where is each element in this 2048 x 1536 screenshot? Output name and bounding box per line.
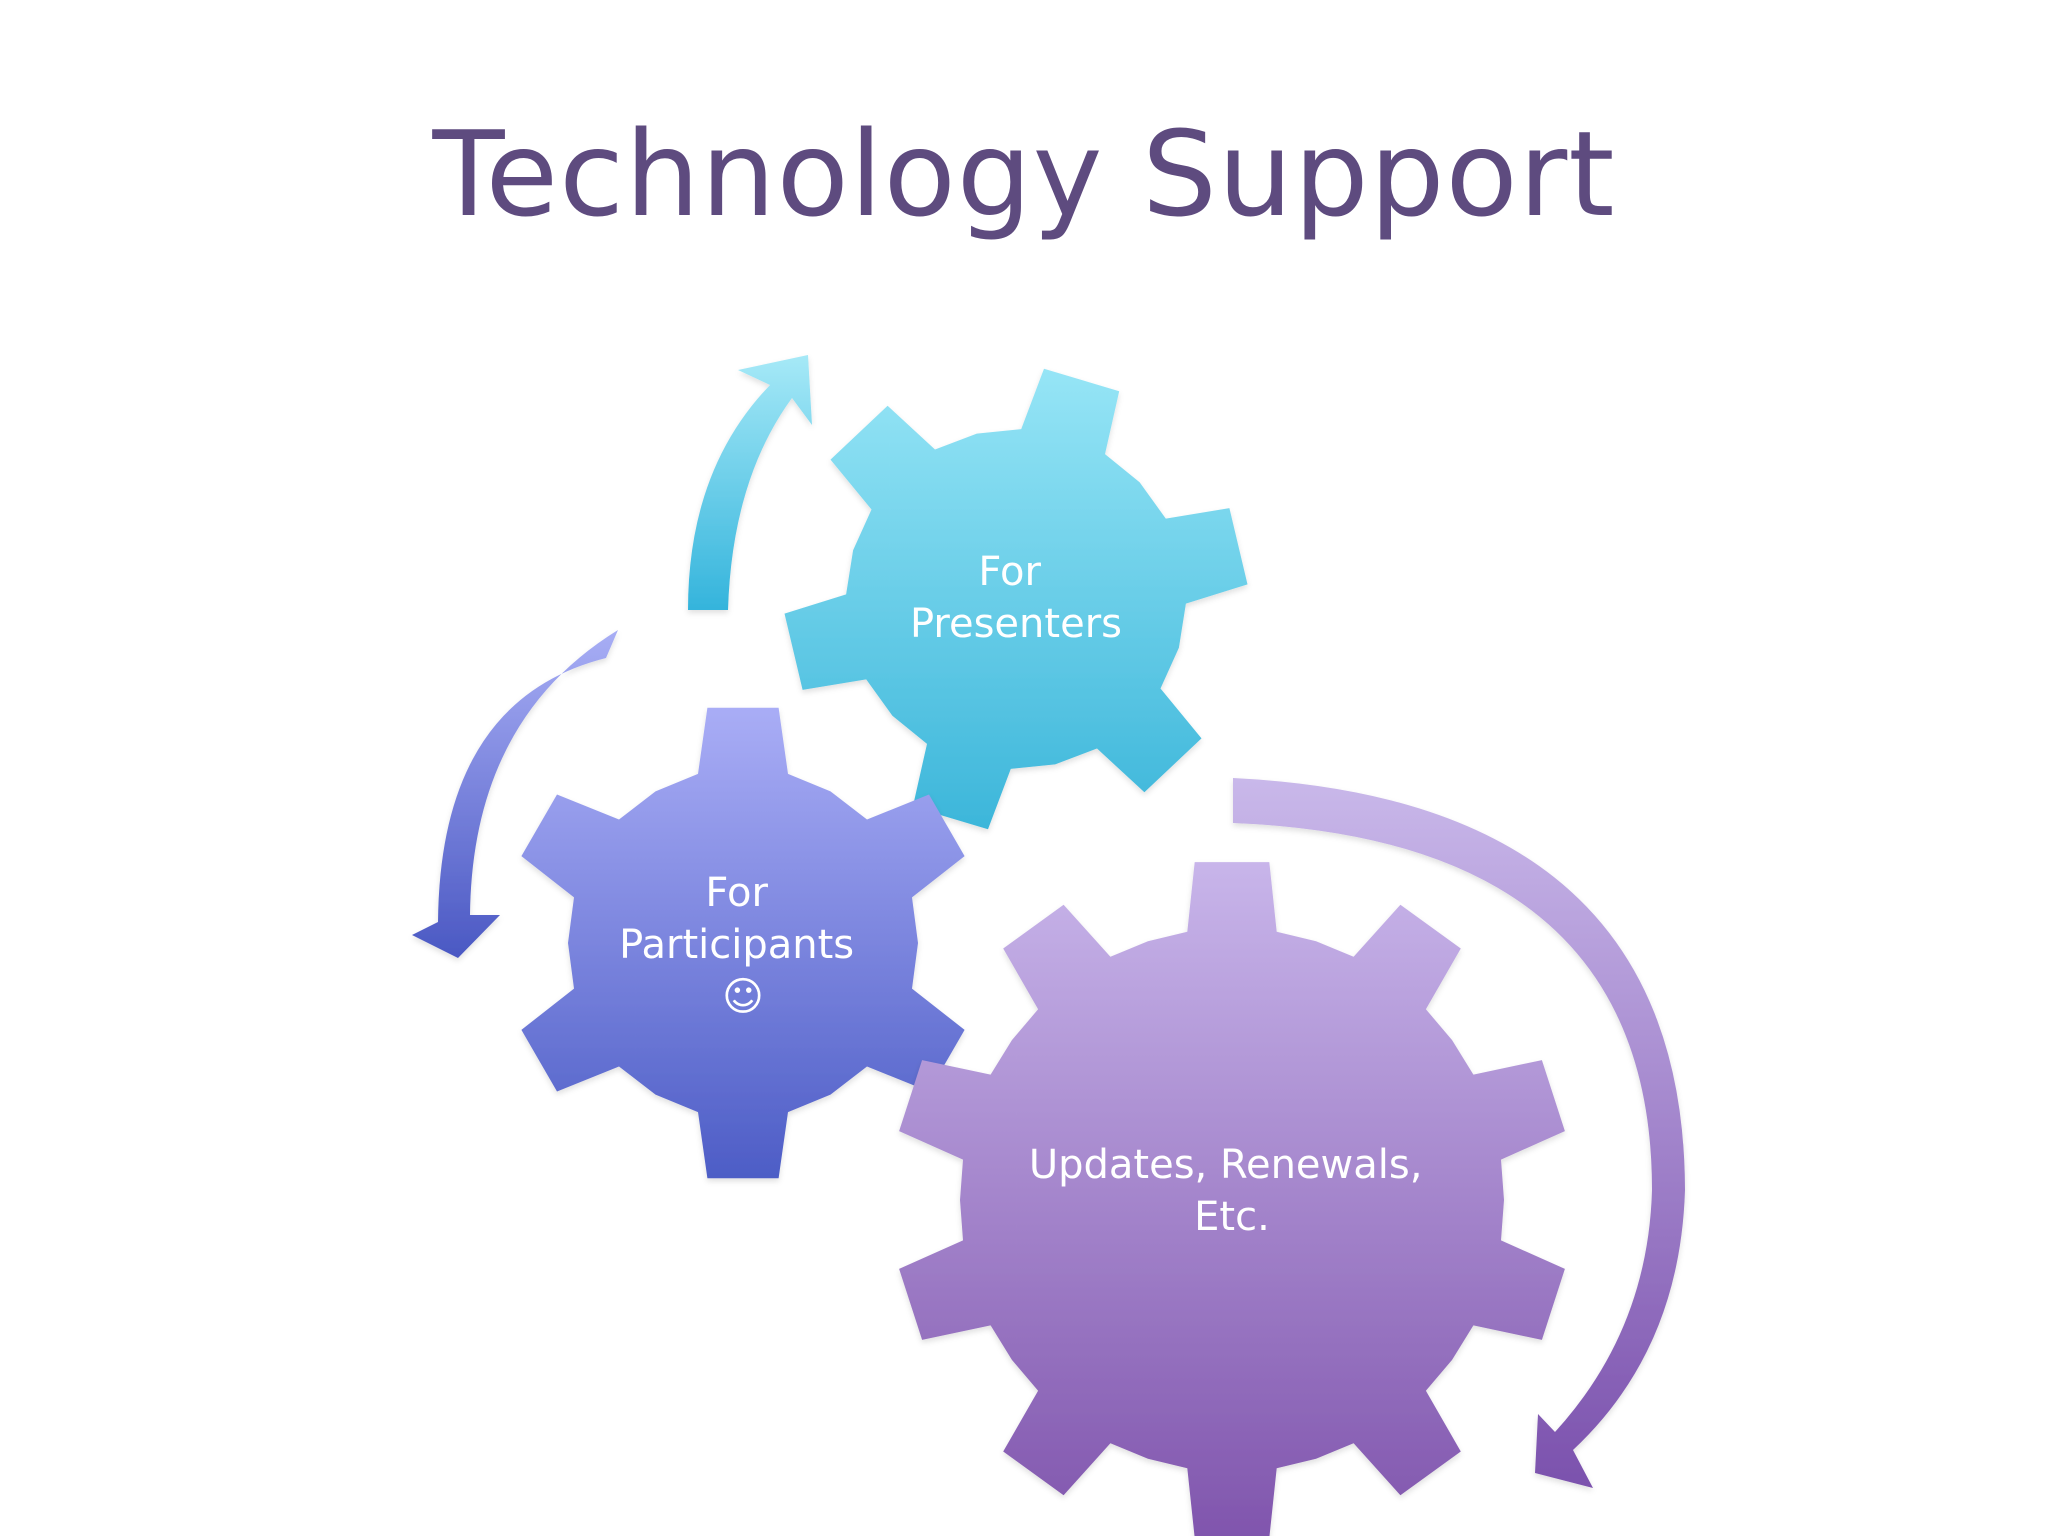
arrow-cyan-up <box>688 355 812 610</box>
gear-presenters-label-line2: Presenters <box>910 601 1122 647</box>
gear-updates-label-line2: Etc. <box>1194 1194 1270 1240</box>
gear-presenters <box>784 368 1248 830</box>
gear-participants-label-line2: Participants <box>619 922 854 968</box>
slide-title: Technology Support <box>432 105 1616 243</box>
gear-participants-shape <box>521 707 965 1179</box>
gear-participants-label-line1: For <box>705 870 768 916</box>
gear-updates-shape <box>899 862 1565 1536</box>
arrow-blue-down-left <box>412 630 618 958</box>
gear-presenters-label: For Presenters <box>910 549 1122 647</box>
gear-updates <box>899 862 1565 1536</box>
gear-participants-label: For Participants ☺ <box>619 870 867 1020</box>
gear-presenters-shape <box>784 368 1248 830</box>
gear-participants <box>521 707 965 1179</box>
gear-updates-label: Updates, Renewals, Etc. <box>1029 1142 1435 1240</box>
gear-presenters-label-line1: For <box>978 549 1041 595</box>
gear-updates-label-line1: Updates, Renewals, <box>1029 1142 1423 1188</box>
smiley-icon: ☺ <box>722 974 764 1020</box>
